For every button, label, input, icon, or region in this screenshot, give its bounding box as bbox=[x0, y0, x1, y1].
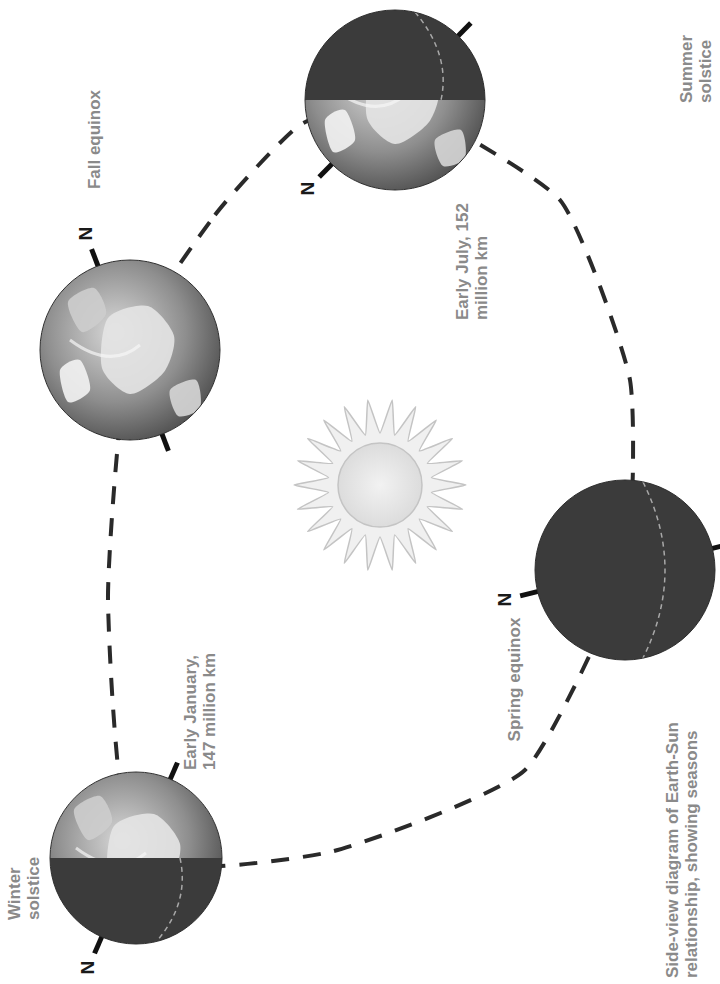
terminator-line bbox=[643, 482, 665, 658]
globe-surface bbox=[50, 772, 222, 944]
earth-globe bbox=[50, 763, 222, 954]
orbit-path bbox=[108, 99, 633, 868]
globe-surface bbox=[535, 480, 715, 660]
north-pole-label: N bbox=[494, 591, 515, 609]
north-pole-label: N bbox=[75, 225, 96, 243]
globe-outline bbox=[535, 480, 715, 660]
north-pole-label: N bbox=[297, 179, 318, 197]
north-pole-label: N bbox=[78, 959, 99, 977]
earth-globe bbox=[520, 480, 720, 660]
distance-label: Early January, 147 million km bbox=[181, 627, 219, 773]
continent-shape bbox=[60, 359, 90, 402]
globe-surface bbox=[40, 260, 220, 440]
season-label: Winter solstice bbox=[5, 837, 43, 923]
terminator-line bbox=[415, 12, 443, 100]
night-side bbox=[305, 10, 485, 100]
sun-disc bbox=[338, 443, 422, 527]
terminator-line bbox=[156, 858, 182, 942]
earth-globe bbox=[40, 249, 220, 451]
cloud-swirl bbox=[70, 340, 140, 356]
night-side bbox=[535, 480, 715, 660]
globe-outline bbox=[305, 10, 485, 190]
globe-outline bbox=[40, 260, 220, 440]
earth-globe bbox=[305, 10, 485, 190]
figure-caption: Side-view diagram of Earth-Sun relations… bbox=[663, 695, 701, 981]
season-label: Fall equinox bbox=[85, 87, 104, 192]
continent-shape bbox=[68, 288, 106, 332]
sun-rays bbox=[294, 400, 466, 570]
season-label: Summer solstice bbox=[677, 18, 715, 106]
night-side bbox=[50, 858, 222, 944]
season-label: Spring equinox bbox=[505, 615, 524, 745]
continent-shape bbox=[74, 796, 112, 840]
continent-shape bbox=[325, 109, 355, 152]
distance-label: Early July, 152 million km bbox=[453, 177, 491, 323]
sun-symbol bbox=[294, 400, 466, 570]
globe-outline bbox=[50, 772, 222, 944]
globe-surface bbox=[305, 10, 485, 190]
continent-shape bbox=[101, 305, 175, 394]
